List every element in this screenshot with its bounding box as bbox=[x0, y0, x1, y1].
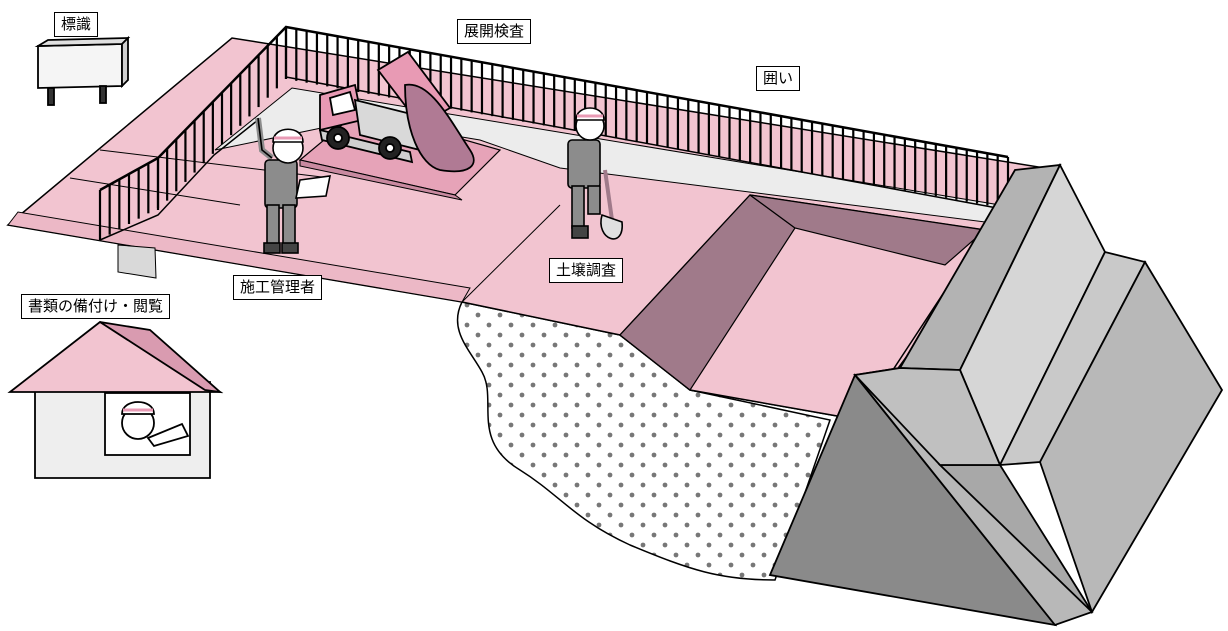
soil-survey-label: 土壌調査 bbox=[549, 258, 623, 283]
document-booth bbox=[10, 322, 220, 478]
sign-board bbox=[38, 38, 128, 105]
documents-label: 書類の備付け・閲覧 bbox=[21, 294, 170, 319]
fence-label: 囲い bbox=[756, 66, 800, 91]
sign-label: 標識 bbox=[54, 12, 98, 37]
entrance-step bbox=[118, 245, 156, 278]
inspection-label: 展開検査 bbox=[457, 19, 531, 44]
site-manager-label: 施工管理者 bbox=[233, 275, 322, 300]
